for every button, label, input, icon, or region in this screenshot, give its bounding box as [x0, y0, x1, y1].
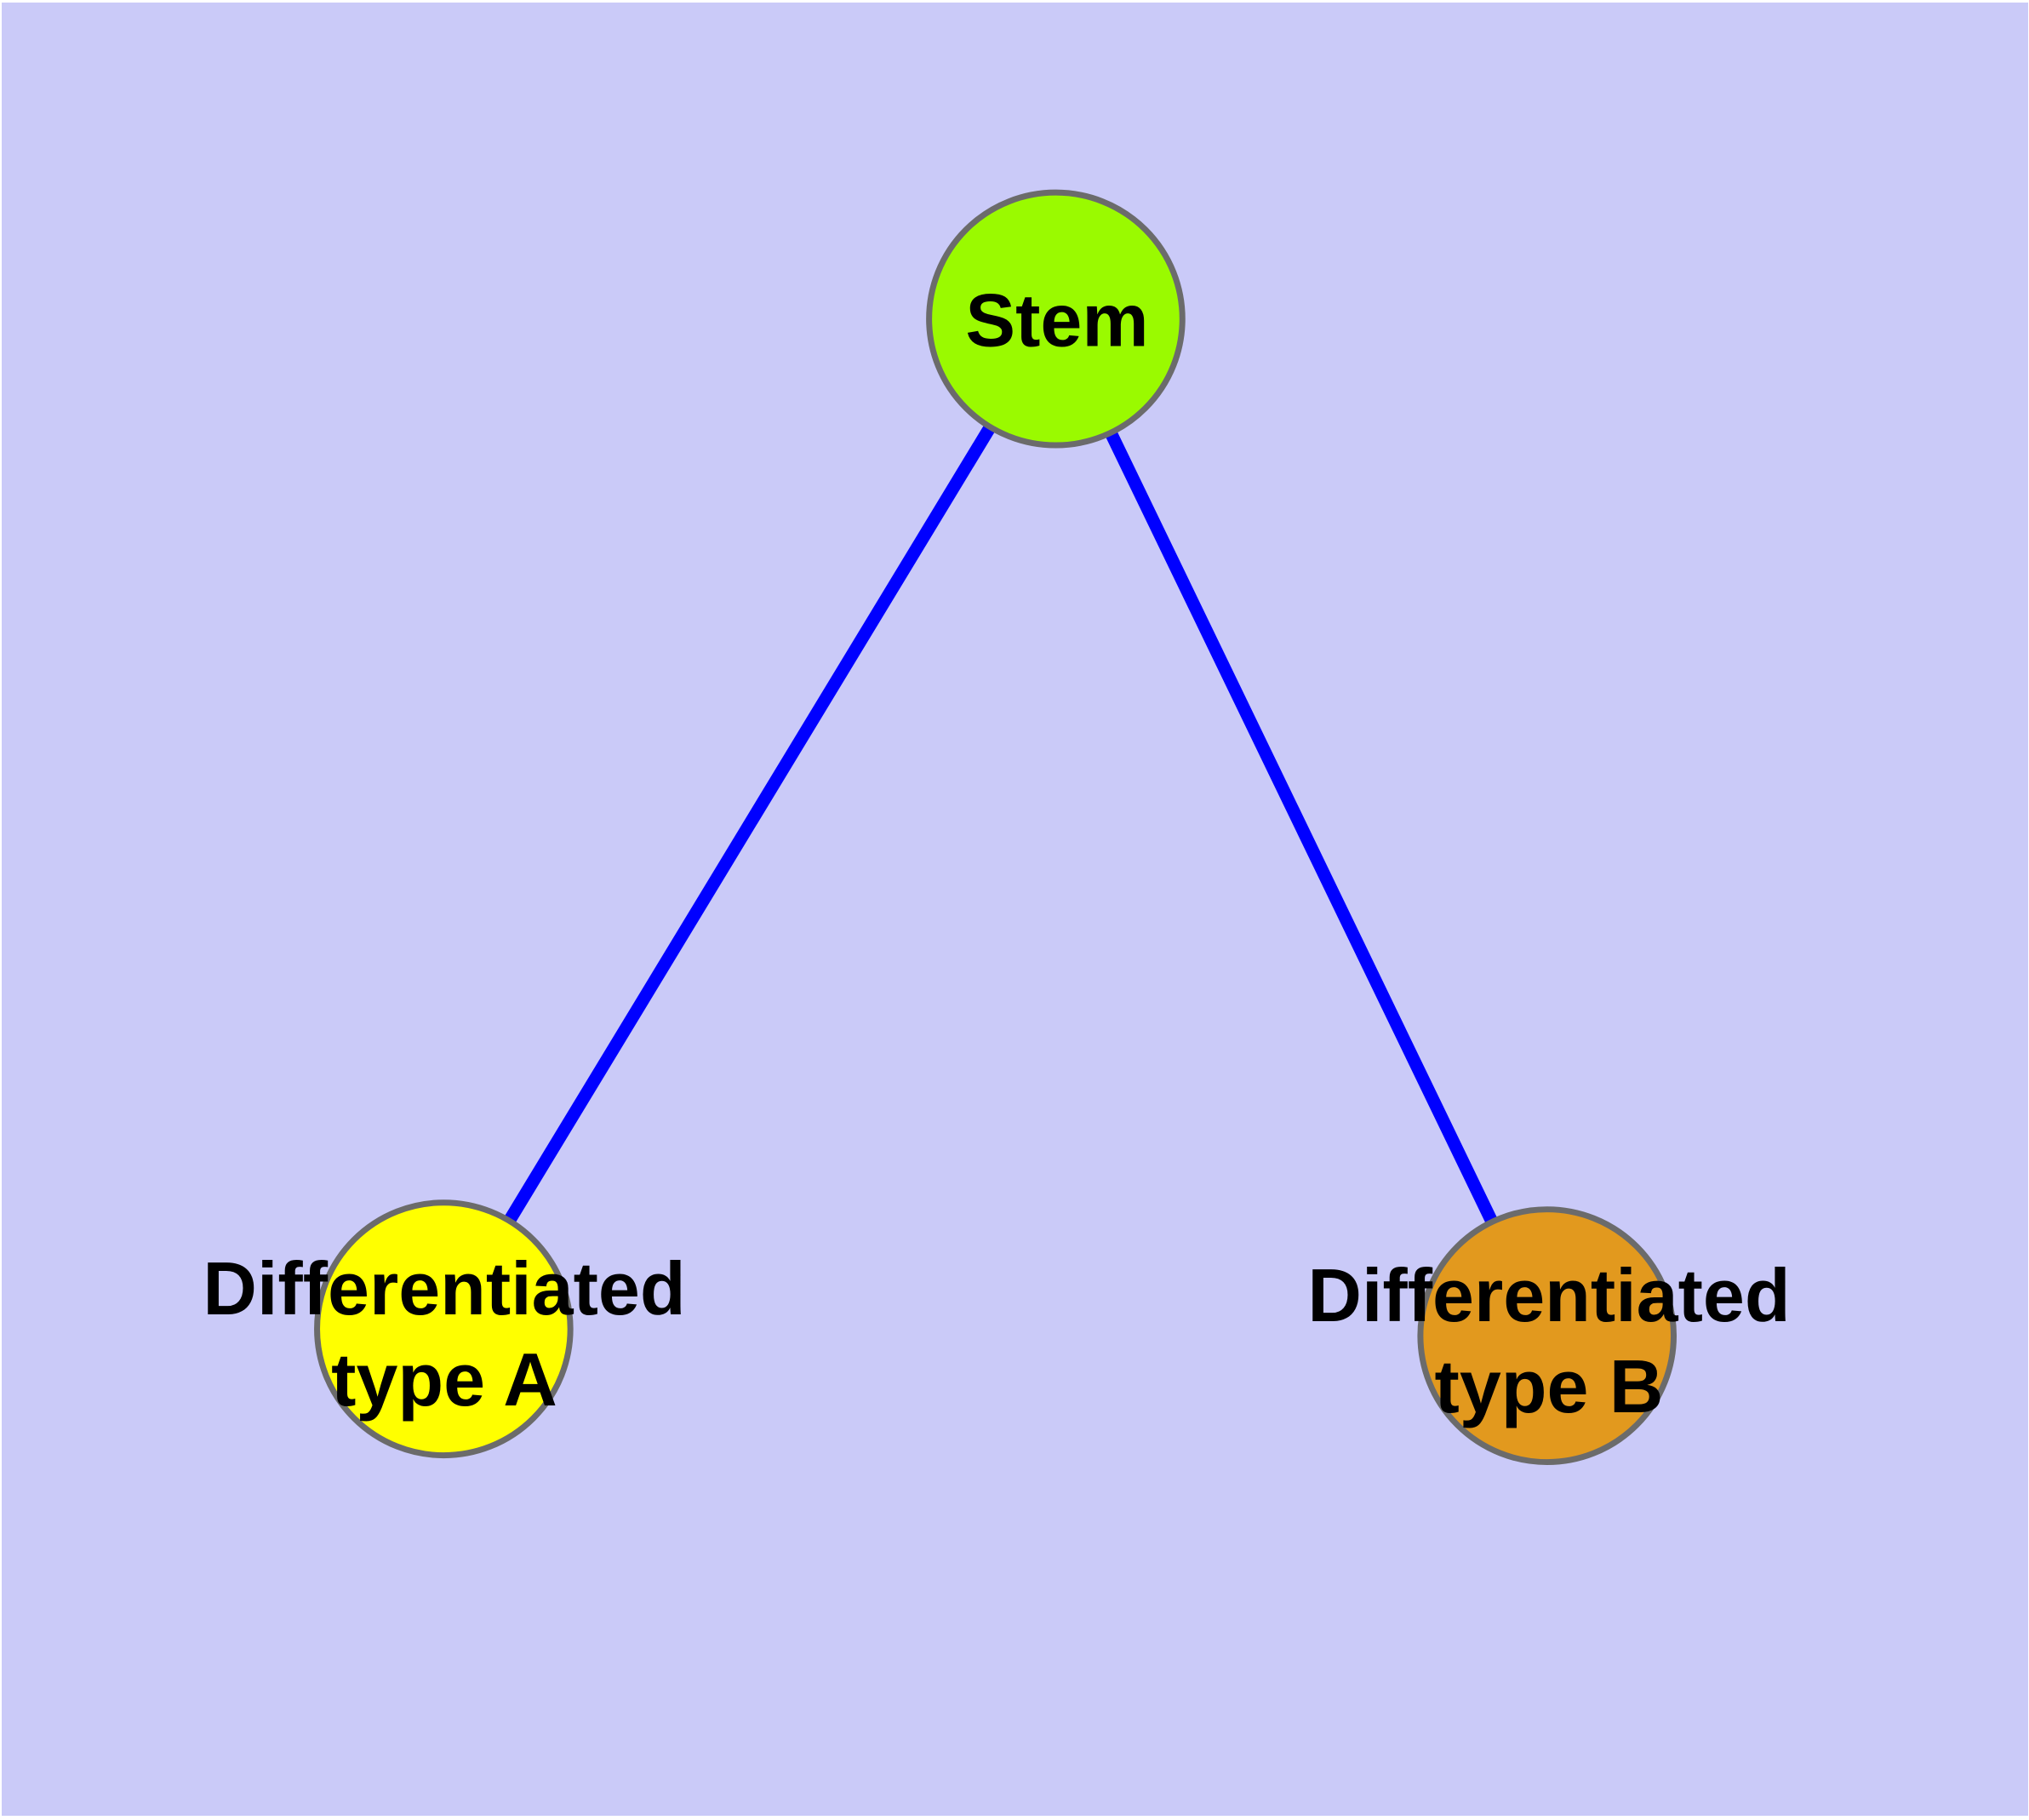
edge-stem-to-differentiated-type-a: [437, 315, 1061, 1333]
node-circle-differentiated-type-b: [1417, 1206, 1677, 1466]
edges-layer: [437, 315, 1553, 1339]
graph-canvas: [314, 189, 1677, 1466]
node-circle-stem: [926, 189, 1186, 449]
nodes-layer: [314, 189, 1677, 1466]
edge-stem-to-differentiated-type-b: [1049, 316, 1553, 1339]
node-circle-differentiated-type-a: [314, 1199, 574, 1459]
